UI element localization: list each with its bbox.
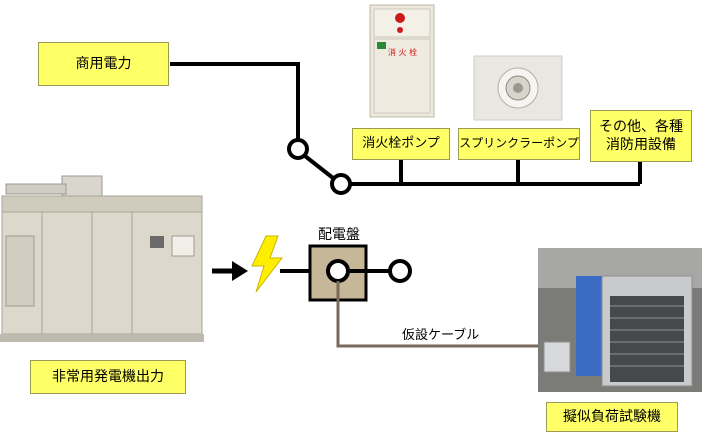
load-tester-illustration: [538, 248, 702, 392]
other-equipment-line1: その他、各種: [599, 118, 683, 135]
temporary-cable-line: [336, 281, 542, 348]
load-tester-label: 擬似負荷試験機: [546, 402, 678, 432]
sprinkler-pump-label: スプリンクラーポンプ: [458, 128, 580, 160]
generator-output-label: 非常用発電機出力: [30, 360, 186, 394]
switch-contact-lower: [330, 173, 352, 195]
commercial-power-line: [170, 62, 300, 140]
other-equipment-line2: 消防用設備: [606, 137, 676, 153]
sprinkler-head-illustration: [473, 55, 563, 121]
commercial-power-label: 商用電力: [38, 42, 169, 86]
emergency-generator-illustration: [0, 175, 204, 342]
board-terminal-icon: [326, 259, 350, 283]
switch-blade: [303, 154, 335, 180]
other-equipment-label: その他、各種 消防用設備: [590, 110, 692, 162]
hydrant-box-text: 消 火 栓: [388, 48, 418, 57]
switch-contact-upper: [287, 138, 309, 160]
hydrant-pump-label: 消火栓ポンプ: [352, 128, 450, 160]
lightning-bolt-icon: [251, 235, 284, 293]
output-terminal-icon: [388, 259, 412, 283]
temporary-cable-label: 仮設ケーブル: [402, 328, 480, 343]
hydrant-cabinet-illustration: [369, 4, 435, 118]
generator-arrow-head: [232, 261, 248, 281]
distribution-board-label: 配電盤: [318, 227, 360, 243]
